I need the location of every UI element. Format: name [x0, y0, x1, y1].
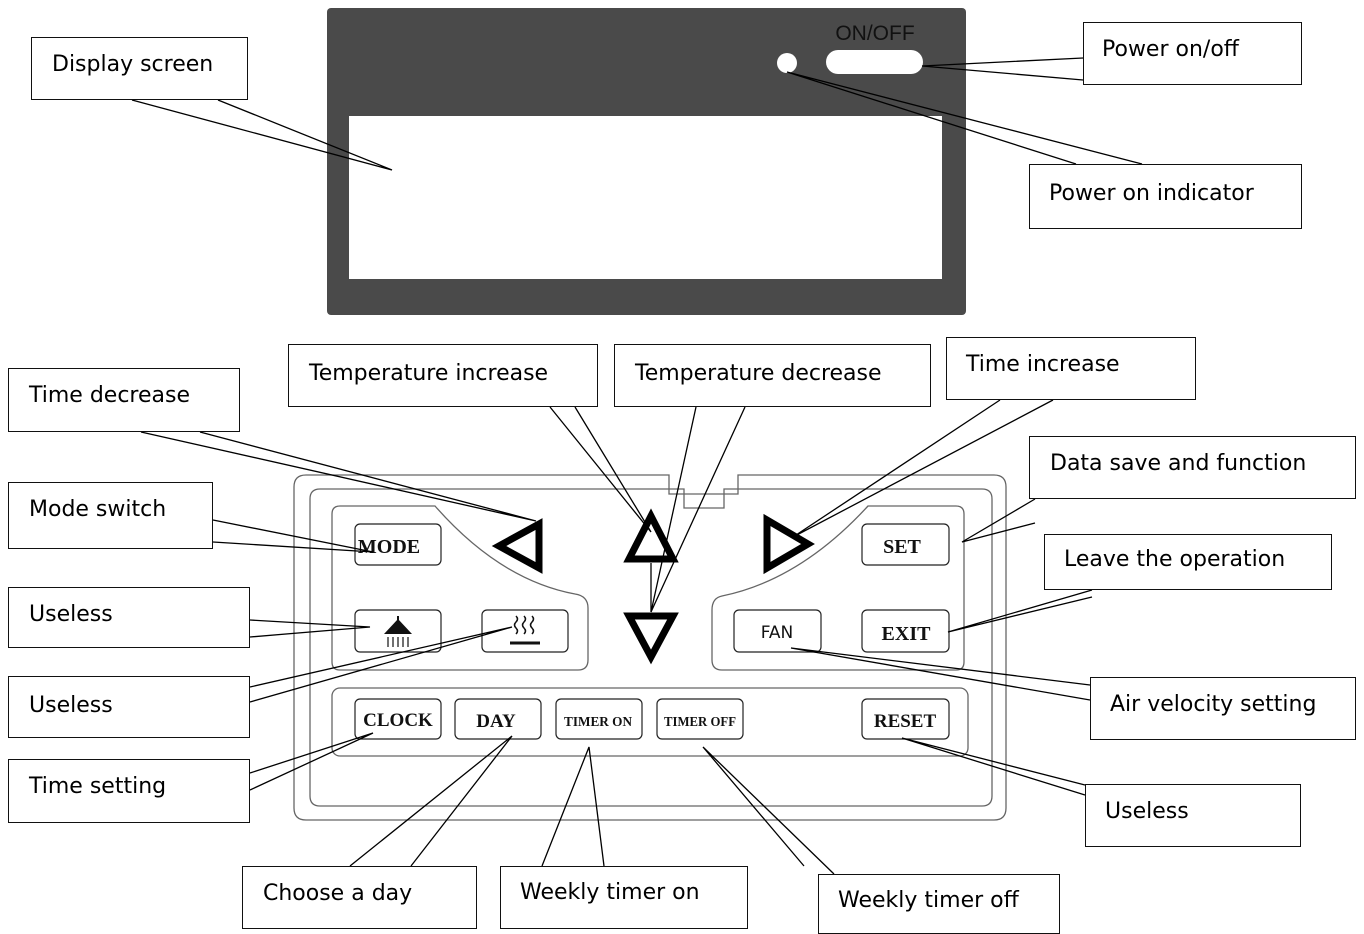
key-labels: MODE SET FAN EXIT CLOCK DAY TIMER ON TIM… — [358, 536, 937, 732]
callout-time-decrease: Time decrease — [8, 368, 240, 432]
callout-display-screen: Display screen — [31, 37, 248, 100]
callout-leave-operation-text: Leave the operation — [1064, 547, 1286, 572]
keypad-outer-outline — [293, 474, 1007, 821]
onoff-label: ON/OFF — [835, 22, 914, 45]
callout-time-setting: Time setting — [8, 759, 250, 823]
timer-on-key-label: TIMER ON — [564, 715, 632, 730]
callout-display-screen-text: Display screen — [52, 52, 214, 77]
shower-icon — [384, 616, 412, 647]
timer-off-key-label: TIMER OFF — [664, 715, 736, 730]
time-decrease-arrow[interactable] — [491, 518, 543, 574]
callout-power-indicator-text: Power on indicator — [1049, 181, 1254, 206]
leader-lines — [131, 57, 1143, 875]
clock-key[interactable] — [354, 698, 442, 740]
temperature-decrease-arrow[interactable] — [623, 612, 679, 665]
fan-key[interactable] — [733, 609, 822, 653]
set-key-label: SET — [883, 536, 921, 558]
callout-power-indicator: Power on indicator — [1029, 164, 1302, 229]
timer-on-key[interactable] — [555, 698, 643, 740]
callout-air-velocity-text: Air velocity setting — [1110, 692, 1317, 717]
clock-key-label: CLOCK — [363, 710, 433, 731]
power-onoff-button[interactable] — [826, 50, 923, 74]
arrow-keys — [491, 508, 815, 665]
callout-temperature-decrease-text: Temperature decrease — [635, 361, 882, 386]
callout-choose-day: Choose a day — [242, 866, 477, 929]
callout-time-increase: Time increase — [946, 337, 1196, 400]
callout-power-onoff: Power on/off — [1083, 22, 1302, 85]
callout-air-velocity: Air velocity setting — [1090, 677, 1356, 740]
callout-choose-day-text: Choose a day — [263, 881, 413, 906]
keypad-right-cluster — [711, 505, 965, 671]
callout-weekly-timer-on: Weekly timer on — [500, 866, 748, 929]
exit-key-label: EXIT — [882, 623, 932, 645]
time-increase-arrow[interactable] — [763, 513, 815, 575]
reset-key-label: RESET — [874, 711, 937, 732]
callout-temperature-decrease: Temperature decrease — [614, 344, 931, 407]
callout-temperature-increase: Temperature increase — [288, 344, 598, 407]
callout-useless-3: Useless — [1085, 784, 1301, 847]
callout-weekly-timer-on-text: Weekly timer on — [520, 880, 700, 905]
day-key-label: DAY — [476, 711, 516, 732]
day-key[interactable] — [454, 698, 542, 740]
callout-useless-3-text: Useless — [1105, 799, 1189, 824]
mode-key[interactable] — [354, 523, 442, 566]
keys — [354, 523, 950, 740]
callout-useless-1: Useless — [8, 587, 250, 648]
callout-useless-1-text: Useless — [29, 602, 113, 627]
keypad-bottom-row — [331, 687, 969, 757]
set-key[interactable] — [861, 523, 950, 566]
callout-temperature-increase-text: Temperature increase — [309, 361, 549, 386]
callout-data-save: Data save and function — [1029, 436, 1356, 499]
callout-mode-switch-text: Mode switch — [29, 497, 167, 522]
keypad-left-cluster — [331, 505, 589, 671]
power-indicator-led — [777, 53, 797, 73]
keypad-inner-outline — [309, 488, 993, 807]
fan-key-label: FAN — [761, 623, 794, 643]
mode-key-label: MODE — [358, 536, 420, 558]
callout-weekly-timer-off: Weekly timer off — [818, 874, 1060, 934]
callout-useless-2: Useless — [8, 676, 250, 738]
callout-weekly-timer-off-text: Weekly timer off — [838, 888, 1019, 913]
temperature-increase-arrow[interactable] — [623, 508, 679, 563]
timer-off-key[interactable] — [656, 698, 744, 740]
callout-time-increase-text: Time increase — [966, 352, 1120, 377]
display-screen — [349, 116, 942, 279]
callout-leave-operation: Leave the operation — [1044, 534, 1332, 590]
exit-key[interactable] — [861, 609, 950, 653]
keypad-panel — [293, 474, 1007, 821]
display-unit: ON/OFF — [327, 8, 966, 315]
callout-data-save-text: Data save and function — [1050, 451, 1307, 476]
callout-power-onoff-text: Power on/off — [1102, 37, 1239, 62]
callout-useless-2-text: Useless — [29, 693, 113, 718]
callout-time-setting-text: Time setting — [29, 774, 167, 799]
heat-waves-icon — [510, 615, 540, 645]
callout-time-decrease-text: Time decrease — [29, 383, 191, 408]
callout-mode-switch: Mode switch — [8, 482, 213, 549]
